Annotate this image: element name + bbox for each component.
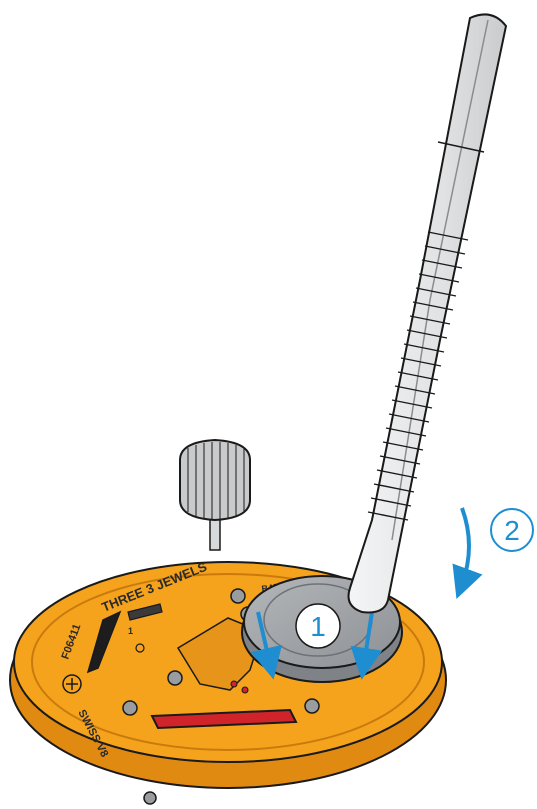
jewel — [231, 681, 237, 687]
engraving-marking-1: 1 — [128, 626, 133, 636]
step-1-badge: 1 — [296, 604, 340, 648]
crown-stem — [180, 440, 250, 550]
step-1-label: 1 — [310, 611, 326, 642]
screw — [231, 589, 245, 603]
jewel — [242, 687, 248, 693]
screw — [305, 699, 319, 713]
screw — [123, 701, 137, 715]
step-2-label: 2 — [504, 515, 520, 546]
step-2-indicator: 2 — [462, 508, 533, 584]
screw — [144, 792, 156, 804]
crown — [180, 440, 250, 520]
jewel — [136, 644, 144, 652]
screw — [168, 671, 182, 685]
tweezers — [349, 14, 507, 612]
rotate-arrow — [462, 508, 469, 584]
